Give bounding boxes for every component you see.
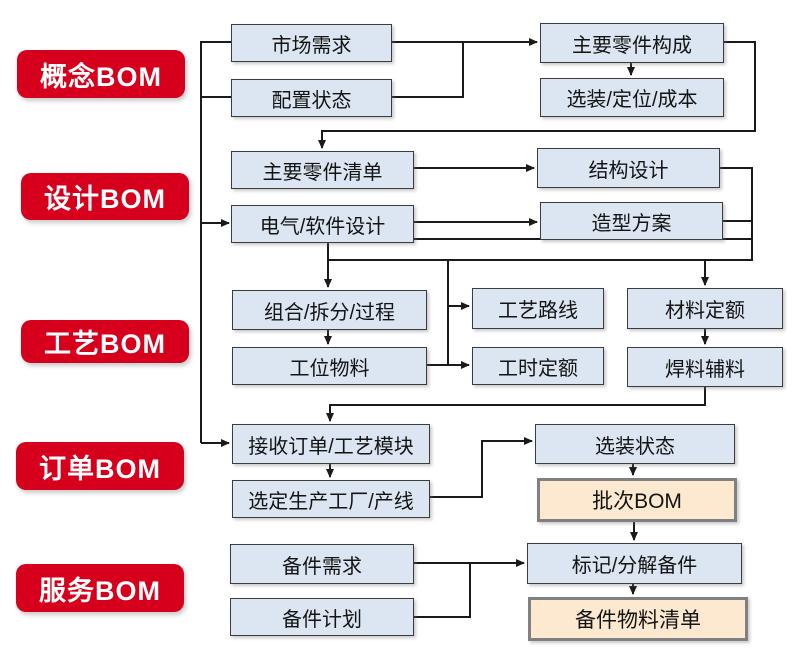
node-work-hour-quota: 工时定额	[472, 347, 604, 385]
node-batch-bom: 批次BOM	[537, 478, 737, 522]
node-structure-design: 结构设计	[537, 148, 720, 188]
node-mark-decompose-spares: 标记/分解备件	[527, 543, 742, 584]
section-label-service-bom: 服务BOM	[16, 564, 184, 612]
node-spare-parts-demand: 备件需求	[230, 544, 414, 584]
section-label-design-bom: 设计BOM	[21, 173, 189, 220]
node-spare-parts-material-list: 备件物料清单	[528, 597, 748, 641]
node-styling-plan: 造型方案	[540, 202, 723, 240]
node-option-position-cost: 选装/定位/成本	[540, 78, 724, 117]
node-receive-order-process-module: 接收订单/工艺模块	[232, 424, 430, 464]
node-electrical-software-design: 电气/软件设计	[231, 205, 414, 243]
node-market-demand: 市场需求	[231, 24, 392, 62]
section-label-process-bom: 工艺BOM	[21, 320, 189, 363]
node-option-status: 选装状态	[535, 424, 735, 464]
node-select-factory-line: 选定生产工厂/产线	[232, 480, 430, 518]
node-solder-auxiliary-material: 焊料辅料	[627, 347, 783, 387]
node-spare-parts-plan: 备件计划	[230, 598, 414, 636]
section-label-order-bom: 订单BOM	[16, 442, 184, 490]
node-station-material: 工位物料	[232, 347, 427, 385]
node-process-route: 工艺路线	[472, 288, 604, 329]
node-material-quota: 材料定额	[627, 288, 783, 329]
node-main-parts-composition: 主要零件构成	[540, 23, 724, 63]
node-combine-split-process: 组合/拆分/过程	[232, 290, 427, 330]
section-label-concept-bom: 概念BOM	[17, 50, 185, 98]
node-config-status: 配置状态	[231, 79, 392, 117]
node-main-parts-list: 主要零件清单	[231, 151, 414, 189]
